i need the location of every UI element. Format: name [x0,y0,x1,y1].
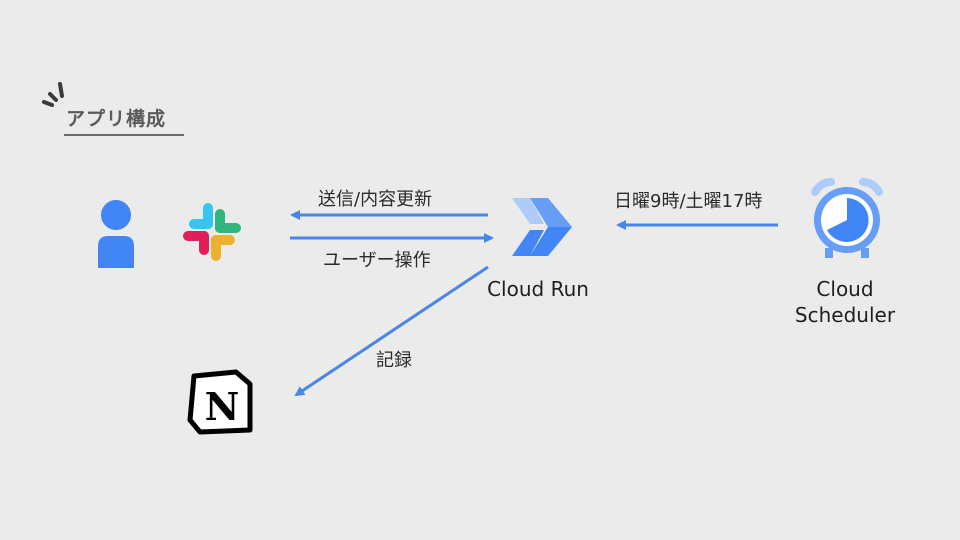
notion-letter: N [205,384,240,429]
arrow-cloudrun-to-notion [294,265,489,397]
edge-label-schedule: 日曜9時/土曜17時 [614,191,763,212]
user-icon [98,200,134,268]
edge-label-send-update: 送信/内容更新 [318,189,433,210]
cloud-run-label: Cloud Run [487,277,589,301]
title-underline [64,134,184,136]
edge-label-user-operation: ユーザー操作 [323,250,431,271]
page-title: アプリ構成 [66,108,167,130]
accent-marks-icon [42,82,64,107]
cloud-run-icon [512,198,572,256]
slack-logo-icon [183,203,241,261]
notion-logo-icon: N [187,369,253,435]
cloud-scheduler-label-line1: Cloud [816,277,874,301]
cloud-scheduler-icon [811,178,883,258]
cloud-scheduler-label: Cloud Scheduler [772,276,918,328]
edge-label-record: 記録 [376,350,412,371]
section-title: アプリ構成 [40,78,190,138]
cloud-scheduler-label-line2: Scheduler [794,303,896,327]
